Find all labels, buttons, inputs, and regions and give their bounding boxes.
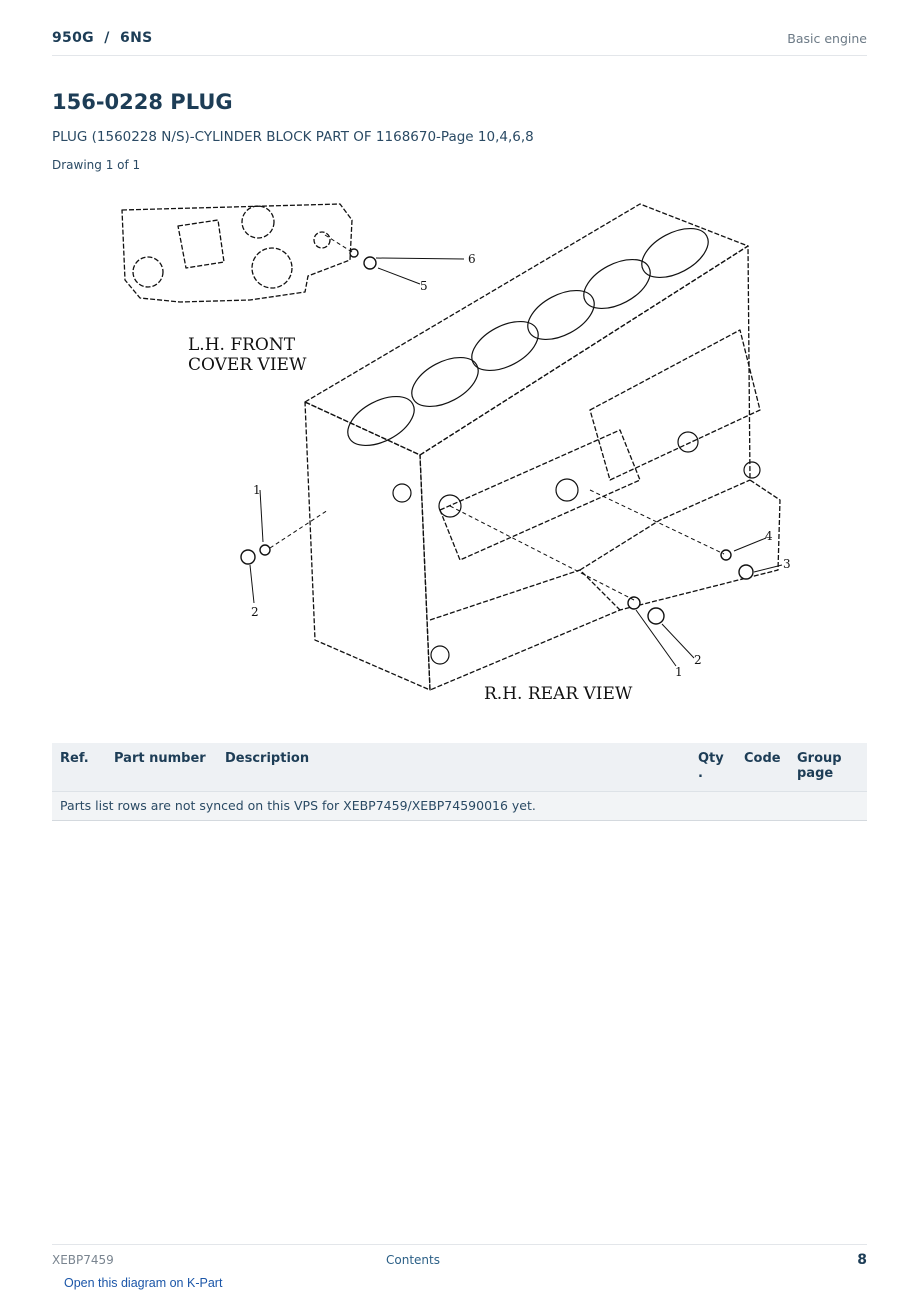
plug-part [647,607,665,625]
leader-line [249,564,255,604]
leader-line [324,234,353,253]
sync-message: Parts list rows are not synced on this V… [52,791,867,821]
callout-4: 4 [765,529,773,543]
rear-view-label: R.H. REAR VIEW [484,684,633,704]
cylinder-bore [347,395,415,447]
drawing-count: Drawing 1 of 1 [52,158,141,172]
leader-line [377,267,421,285]
block-skirt [429,479,751,621]
page-number: 8 [857,1252,867,1268]
port-opening [555,478,579,502]
leader-line [589,489,725,555]
leader-line [753,564,783,573]
footer-divider [52,1244,867,1245]
callout-5: 5 [420,279,428,293]
page-header: 950G / 6NS Basic engine [52,28,867,56]
front-cover-hole [132,256,164,288]
part-subtitle: PLUG (1560228 N/S)-CYLINDER BLOCK PART O… [52,129,534,145]
callout-2b: 2 [694,653,702,667]
front-view-label: COVER VIEW [188,355,307,375]
callout-3: 3 [783,557,791,571]
port-opening [438,494,462,518]
cylinder-bore [527,289,595,341]
cylinder-bore [411,356,479,408]
block-top-deck [304,203,749,456]
col-ref: Ref. [52,743,106,792]
part-title: 156-0228 PLUG [52,90,233,114]
leader-line [269,509,329,549]
plug-part [349,248,359,258]
front-cover-hole [241,205,275,239]
kpart-link[interactable]: Open this diagram on K-Part [64,1276,223,1290]
seal-part [627,596,641,610]
cam-gallery [439,429,641,561]
leader-line [375,257,465,260]
front-cover-detail [177,219,225,269]
plug-part [240,549,256,565]
front-view-label: L.H. FRONT [188,335,296,355]
seal-part [259,544,271,556]
callout-6: 6 [468,252,476,266]
plug-part [363,256,377,270]
front-cover-hole [251,247,293,289]
cylinder-bore [583,258,651,310]
front-cover-outline [121,203,353,303]
table-row: Parts list rows are not synced on this V… [52,791,867,821]
plug-part [738,564,754,580]
seal-part [720,549,732,561]
callout-2: 2 [251,605,259,619]
parts-diagram: 6 5 1 2 4 3 1 2 L.H. FRONT COVER VIEW R.… [100,180,820,725]
section-label: Basic engine [787,31,867,46]
port-opening [677,431,699,453]
port-opening [430,645,450,665]
model-label: 950G / 6NS [52,30,153,46]
callout-1b: 1 [675,665,683,679]
col-description: Description [217,743,690,792]
callout-1: 1 [253,483,261,497]
footer-doc-id: XEBP7459 [52,1253,114,1267]
parts-table: Ref. Part number Description Qty . Code … [52,743,867,821]
leader-line [259,489,264,543]
col-part-number: Part number [106,743,217,792]
col-qty: Qty . [690,743,736,792]
port-opening [743,461,761,479]
cylinder-bore [641,227,709,279]
leader-line [733,537,767,552]
block-side-face [419,245,781,691]
side-cover [589,329,761,481]
leader-line [635,609,677,667]
port-opening [392,483,412,503]
cylinder-bore [471,320,539,372]
leader-line [661,623,695,659]
col-group-page: Group page [789,743,867,792]
contents-link[interactable]: Contents [386,1253,440,1267]
table-header-row: Ref. Part number Description Qty . Code … [52,743,867,792]
front-cover-hole [313,231,331,249]
col-code: Code [736,743,789,792]
block-front-face [304,401,431,691]
